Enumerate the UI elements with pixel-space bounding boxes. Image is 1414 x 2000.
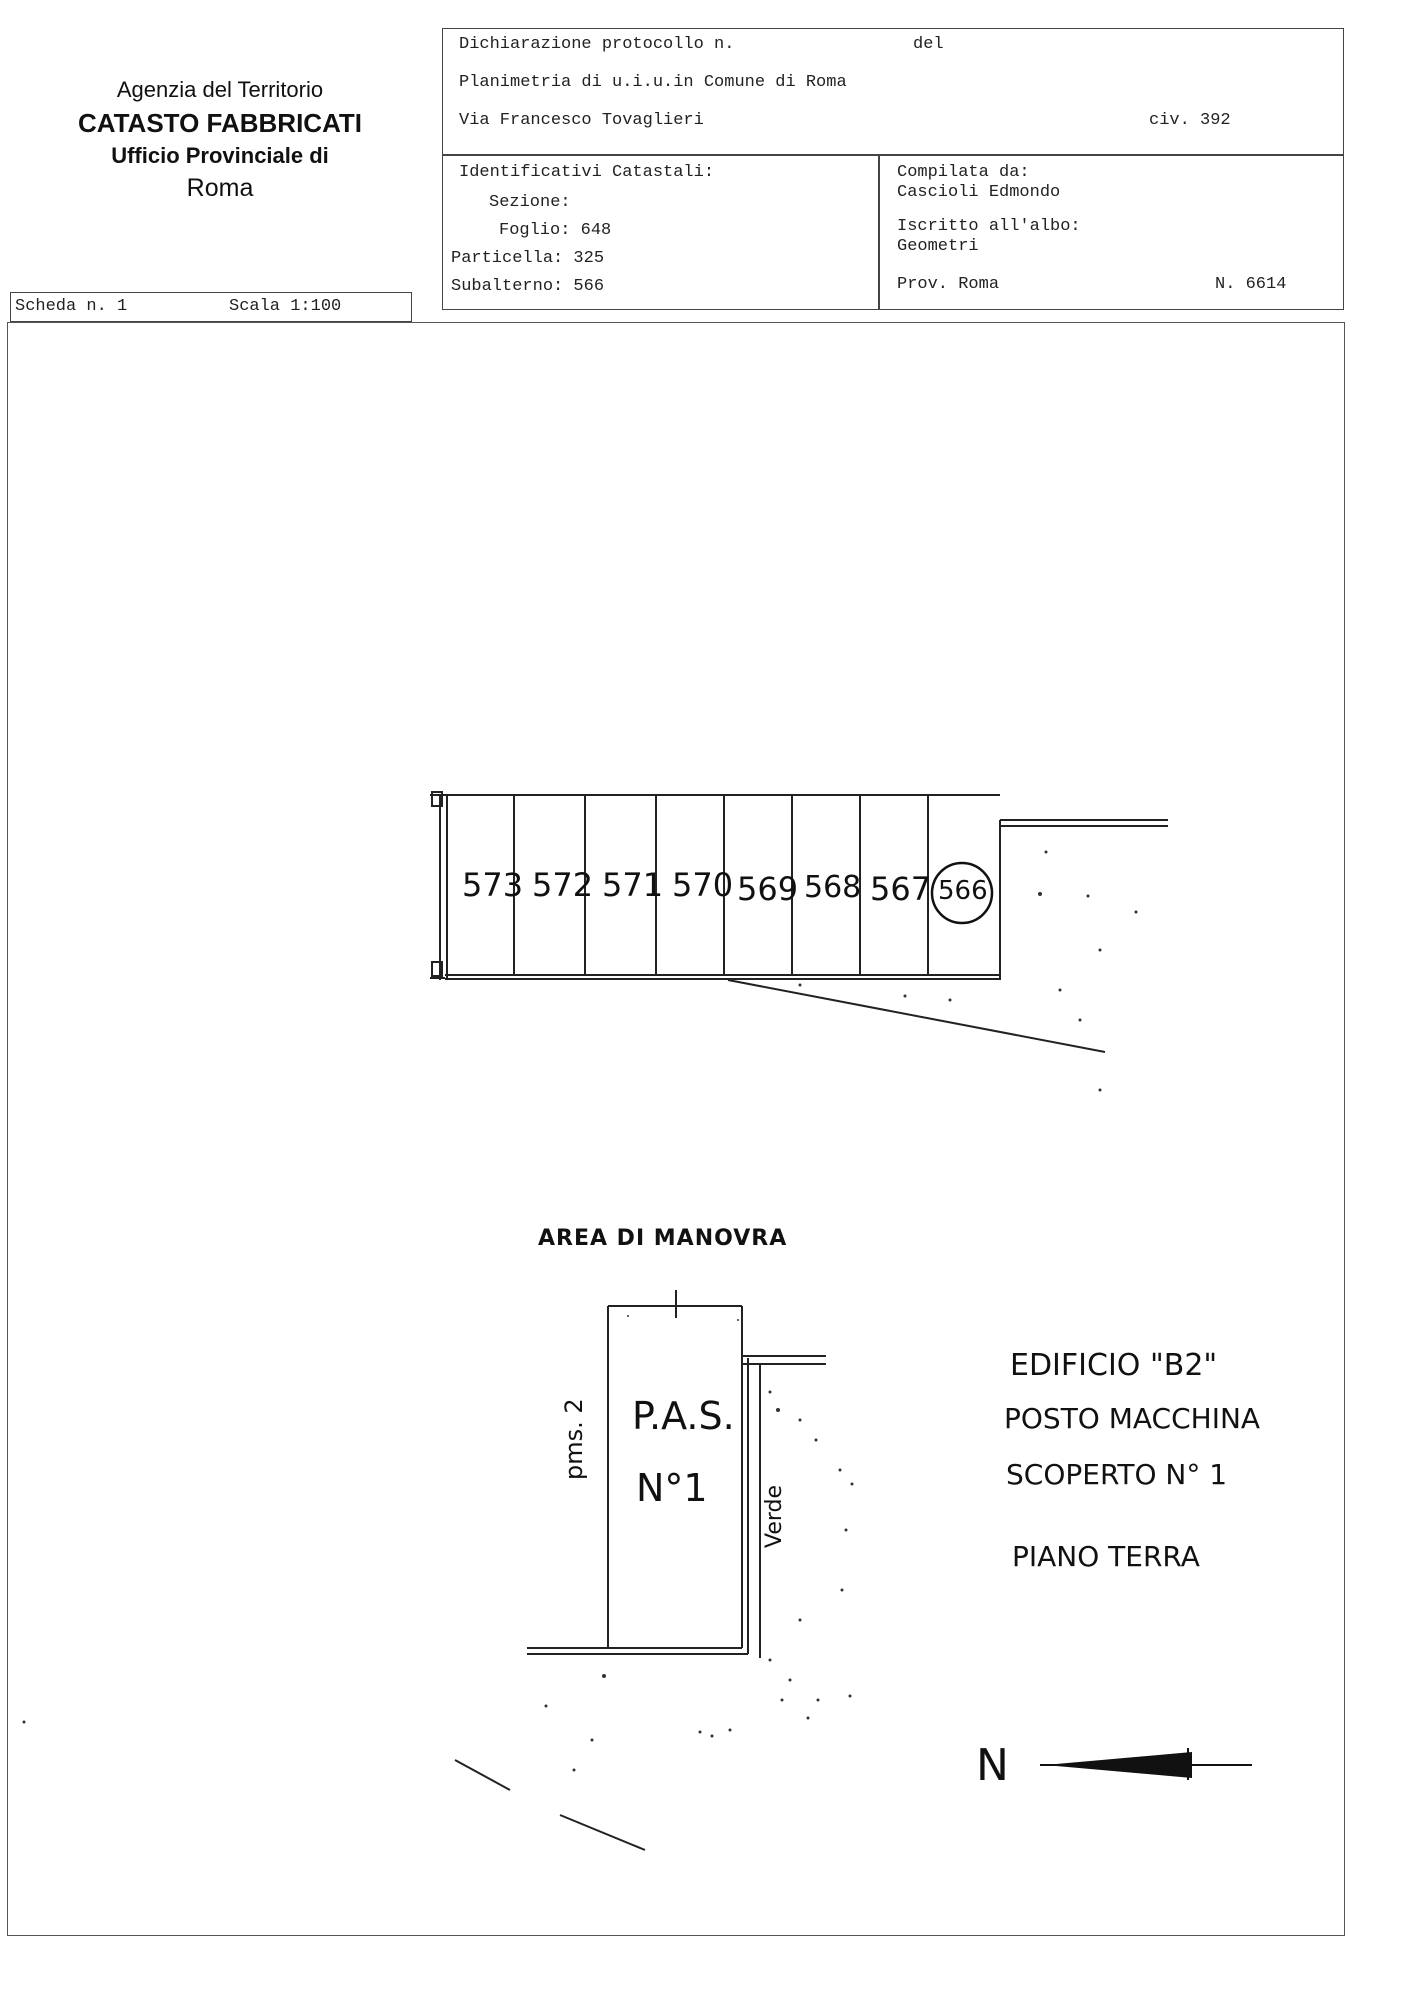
north-arrow: [1040, 1748, 1252, 1780]
compiler-name: Cascioli Edmondo: [897, 183, 1061, 202]
province-value: Prov. Roma: [897, 275, 1000, 294]
pas-number: N°1: [636, 1466, 708, 1510]
city-label: Roma: [186, 174, 254, 202]
registration-number: N. 6614: [1215, 275, 1287, 294]
identificativi-box: Identificativi Catastali: Sezione: Fogli…: [442, 154, 880, 310]
pas-stall: [454, 1290, 826, 1851]
piano-label: PIANO TERRA: [1012, 1540, 1200, 1573]
north-label: N: [976, 1740, 1009, 1791]
highlight-circle-566: [930, 861, 994, 925]
subalterno-field: Subalterno: 566: [451, 277, 605, 296]
foglio-field: Foglio: 648: [499, 221, 612, 240]
compilata-label: Compilata da:: [897, 163, 1030, 182]
sezione-field: Sezione:: [489, 193, 571, 212]
stall-label: 569: [737, 870, 799, 908]
scale-label: Scala 1:100: [229, 297, 342, 316]
agency-name: Agenzia del Territorio: [116, 77, 324, 102]
address-street: Via Francesco Tovaglieri: [459, 111, 704, 130]
protocollo-label: Dichiarazione protocollo n.: [459, 35, 735, 54]
stall-label: 570: [672, 866, 734, 904]
declaration-box: Dichiarazione protocollo n. del Planimet…: [442, 28, 1344, 156]
vegetation-dots: [798, 850, 1138, 1092]
edificio-label: EDIFICIO "B2": [1010, 1348, 1218, 1383]
particella-field: Particella: 325: [451, 249, 605, 268]
address-civic: civ. 392: [1149, 111, 1231, 130]
albo-value: Geometri: [897, 237, 979, 256]
verde-label: Verde: [762, 1484, 787, 1548]
scheda-number: Scheda n. 1: [15, 297, 128, 316]
agency-header: Agenzia del Territorio CATASTO FABBRICAT…: [40, 75, 400, 205]
stall-label: 572: [532, 866, 594, 904]
del-label: del: [913, 35, 944, 54]
stall-label-highlighted: 566: [938, 876, 988, 906]
stall-label: 573: [462, 866, 524, 904]
stall-label: 571: [602, 866, 664, 904]
pas-label: P.A.S.: [632, 1394, 735, 1438]
side-label-left: pms. 2: [560, 1398, 588, 1480]
planimetria-label: Planimetria di u.i.u.in Comune di Roma: [459, 73, 847, 92]
stall-label: 568: [804, 870, 862, 905]
identificativi-title: Identificativi Catastali:: [459, 163, 715, 182]
scoperto-label: SCOPERTO N° 1: [1006, 1458, 1228, 1491]
stall-label: 567: [870, 870, 932, 908]
scheda-box: Scheda n. 1 Scala 1:100: [10, 292, 412, 322]
verde-dots: [22, 1315, 854, 1772]
parking-row: [430, 791, 1168, 1053]
area-manovra-label: AREA DI MANOVRA: [538, 1226, 788, 1251]
compilata-box: Compilata da: Cascioli Edmondo Iscritto …: [878, 154, 1344, 310]
catasto-title: CATASTO FABBRICATI: [77, 108, 363, 138]
posto-label: POSTO MACCHINA: [1004, 1402, 1261, 1435]
drawing-frame: [7, 322, 1345, 1936]
iscritto-label: Iscritto all'albo:: [897, 217, 1081, 236]
ufficio-label: Ufficio Provinciale di: [111, 143, 329, 168]
